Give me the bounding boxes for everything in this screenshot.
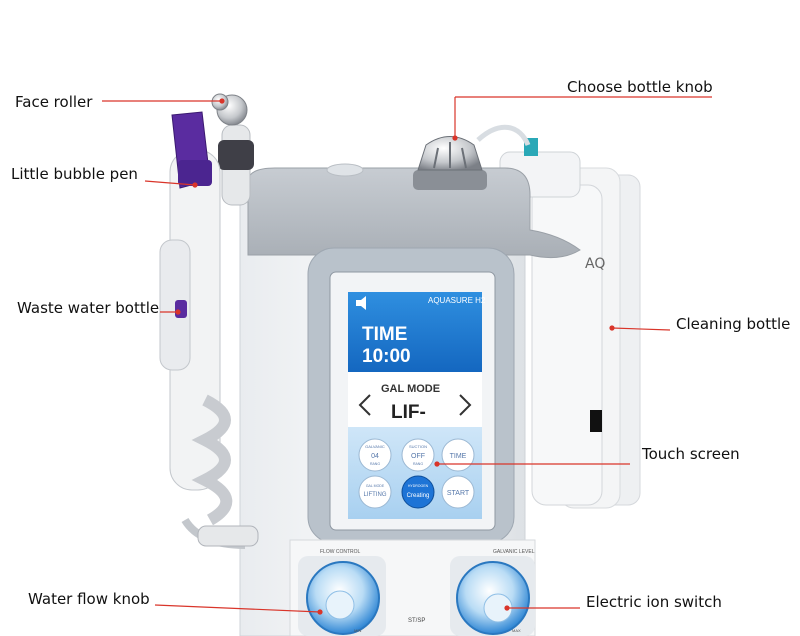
speaker-icon	[356, 296, 366, 310]
screen-time-value: 10:00	[362, 346, 411, 367]
screen-mode-label: GAL MODE	[381, 383, 440, 395]
screen-mode-value: LIF-	[391, 402, 426, 423]
screen-button-suction-bottom: RANG	[413, 462, 423, 466]
callout-electric-ion-switch: Electric ion switch	[586, 593, 722, 611]
screen-button-galvanic-bottom: RANG	[370, 462, 380, 466]
leader-lines	[102, 96, 712, 615]
galvanic-level-label: GALVANIC LEVEL	[493, 549, 535, 555]
screen-button-creating: Creating	[407, 493, 430, 499]
water-flow-knob	[306, 561, 380, 635]
screen-time-label: TIME	[362, 324, 407, 345]
screen-brand: AQUASURE H2	[428, 296, 486, 305]
callout-choose-bottle-knob: Choose bottle knob	[567, 78, 713, 96]
left-arrow-icon	[358, 394, 371, 416]
screen-button-hydrogen-top: HYDROGEN	[408, 484, 429, 488]
screen-button-suction-top: SUCTION	[409, 444, 427, 449]
svg-text:AQ: AQ	[585, 256, 605, 272]
electric-ion-switch-knob	[456, 561, 530, 635]
callout-cleaning-bottle: Cleaning bottle	[676, 315, 791, 333]
right-arrow-icon	[459, 394, 472, 416]
screen-button-galmode-top: GAL MODE	[366, 484, 385, 488]
screen-button-suction-value: OFF	[411, 453, 425, 460]
callout-touch-screen: Touch screen	[642, 445, 740, 463]
callout-water-flow-knob: Water flow knob	[28, 590, 150, 608]
screen-button-lifting: LIFTING	[363, 492, 386, 498]
screen-button-galvanic-top: GALVANIC	[365, 444, 385, 449]
cleaning-bottle: AQ	[531, 167, 641, 509]
screen-button-start: START	[447, 490, 470, 497]
max-label: MAX	[512, 628, 521, 633]
screen-round-buttons	[358, 438, 475, 509]
screen-button-galvanic-value: 04	[371, 453, 379, 460]
handpieces	[159, 93, 259, 549]
callout-waste-water-bottle: Waste water bottle	[17, 299, 160, 317]
callout-little-bubble-pen: Little bubble pen	[11, 165, 138, 183]
st-sp-label: ST/SP	[408, 618, 425, 624]
callout-face-roller: Face roller	[15, 93, 93, 111]
touch-screen	[348, 292, 482, 519]
choose-bottle-knob	[413, 136, 487, 190]
min-label: MIN	[354, 628, 361, 633]
screen-button-time: TIME	[450, 453, 467, 460]
flow-control-label: FLOW CONTROL	[320, 549, 360, 555]
